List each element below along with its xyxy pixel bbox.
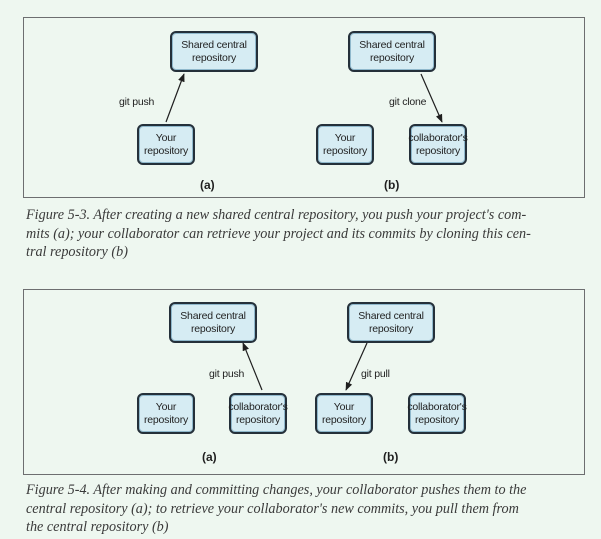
- git-push-arrow: [165, 73, 185, 123]
- your-repository-node: Your repository: [316, 124, 374, 165]
- shared-central-repository-node: Shared central repository: [348, 31, 436, 72]
- shared-central-repository-node: Shared central repository: [169, 302, 257, 343]
- git-push-label: git push: [209, 368, 245, 380]
- collaborator-repository-node: collaborator's repository: [228, 393, 288, 434]
- your-repository-node: Your repository: [137, 124, 195, 165]
- git-pull-label: git pull: [361, 368, 390, 380]
- node-label: Shared central repository: [359, 38, 425, 64]
- node-label: Your repository: [143, 400, 189, 426]
- your-repository-node: Your repository: [137, 393, 195, 434]
- node-label: Your repository: [321, 400, 367, 426]
- node-label: collaborator's repository: [407, 400, 467, 426]
- git-push-label: git push: [119, 96, 155, 108]
- node-label: collaborator's repository: [408, 131, 468, 157]
- git-clone-label: git clone: [389, 96, 427, 108]
- figure-5-4-arrows: [242, 342, 368, 391]
- figure-5-4-caption: Figure 5-4. After making and committing …: [26, 482, 527, 536]
- collaborator-repository-node: collaborator's repository: [408, 124, 468, 165]
- your-repository-node: Your repository: [315, 393, 373, 434]
- panel-a-label: (a): [202, 450, 217, 464]
- panel-a-label: (a): [200, 178, 215, 192]
- node-label: Your repository: [143, 131, 189, 157]
- collaborator-repository-node: collaborator's repository: [407, 393, 467, 434]
- node-label: Shared central repository: [181, 38, 247, 64]
- node-label: Shared central repository: [180, 309, 246, 335]
- figure-5-3-arrows: [165, 73, 443, 123]
- panel-b-label: (b): [383, 450, 399, 464]
- node-label: Your repository: [322, 131, 368, 157]
- shared-central-repository-node: Shared central repository: [347, 302, 435, 343]
- shared-central-repository-node: Shared central repository: [170, 31, 258, 72]
- git-pull-arrow: [345, 342, 368, 391]
- git-push-arrow: [242, 342, 263, 391]
- figure-5-3-caption: Figure 5-3. After creating a new shared …: [26, 207, 531, 261]
- git-clone-arrow: [420, 73, 443, 123]
- figure-5-3: Shared central repository git push Your …: [23, 17, 585, 198]
- figure-5-4: Shared central repository git push Your …: [23, 289, 585, 475]
- node-label: Shared central repository: [358, 309, 424, 335]
- panel-b-label: (b): [384, 178, 400, 192]
- node-label: collaborator's repository: [228, 400, 288, 426]
